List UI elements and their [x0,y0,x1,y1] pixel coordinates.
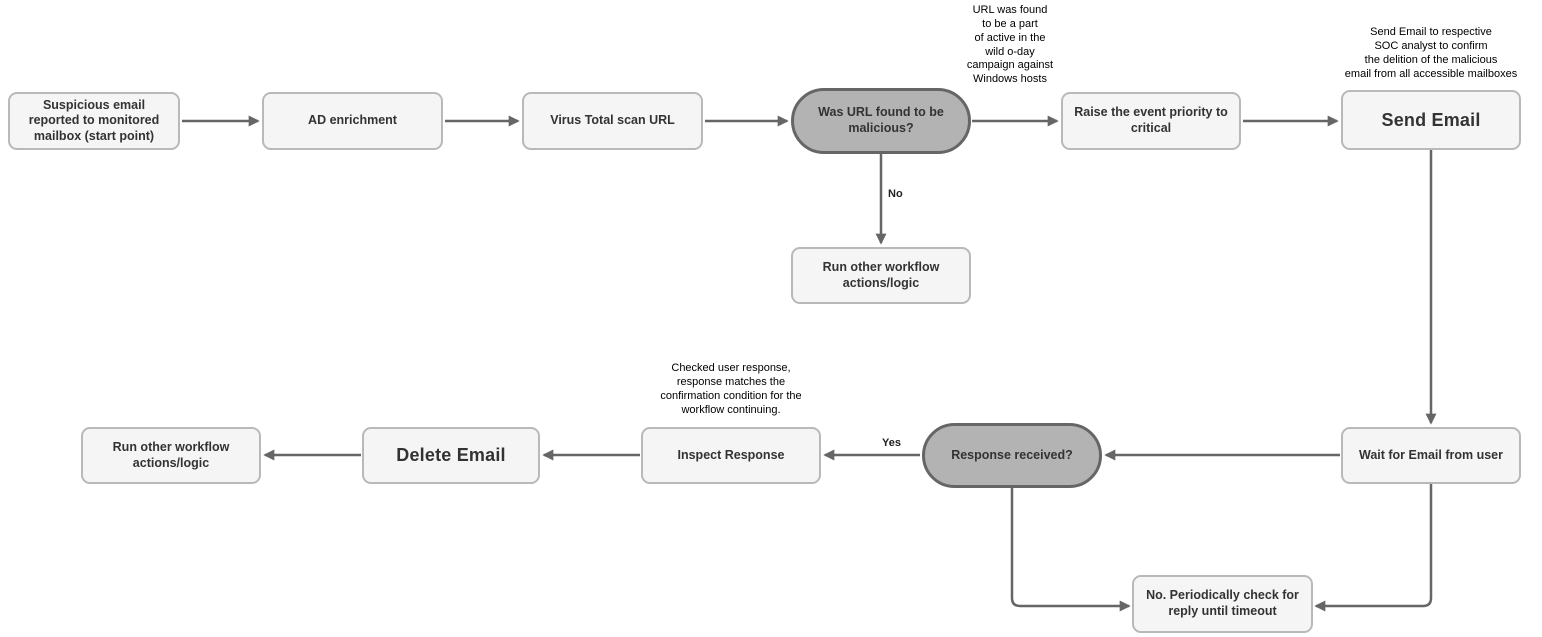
edge-wait-to-periodic [1314,484,1433,612]
node-run-other-workflow-bottom[interactable]: Run other workflow actions/logic [81,427,261,484]
node-send-email[interactable]: Send Email [1341,90,1521,150]
node-periodic-check[interactable]: No. Periodically check for reply until t… [1132,575,1313,633]
edge-response-no-to-periodic [1010,488,1131,612]
node-virustotal-scan[interactable]: Virus Total scan URL [522,92,703,150]
annotation-send-email: Send Email to respective SOC analyst to … [1344,26,1518,80]
node-wait-for-email[interactable]: Wait for Email from user [1341,427,1521,484]
node-raise-priority[interactable]: Raise the event priority to critical [1061,92,1241,150]
node-inspect-response[interactable]: Inspect Response [641,427,821,484]
node-ad-enrichment[interactable]: AD enrichment [262,92,443,150]
edge-label-yes: Yes [882,437,901,449]
annotation-inspect-response: Checked user response, response matches … [660,362,802,416]
node-response-received-decision[interactable]: Response received? [922,423,1102,488]
edge-label-no: No [888,188,903,200]
node-url-malicious-decision[interactable]: Was URL found to be malicious? [791,88,971,154]
annotation-zero-day: URL was found to be a part of active in … [966,4,1054,86]
node-start[interactable]: Suspicious email reported to monitored m… [8,92,180,150]
node-delete-email[interactable]: Delete Email [362,427,540,484]
node-run-other-workflow-top[interactable]: Run other workflow actions/logic [791,247,971,304]
